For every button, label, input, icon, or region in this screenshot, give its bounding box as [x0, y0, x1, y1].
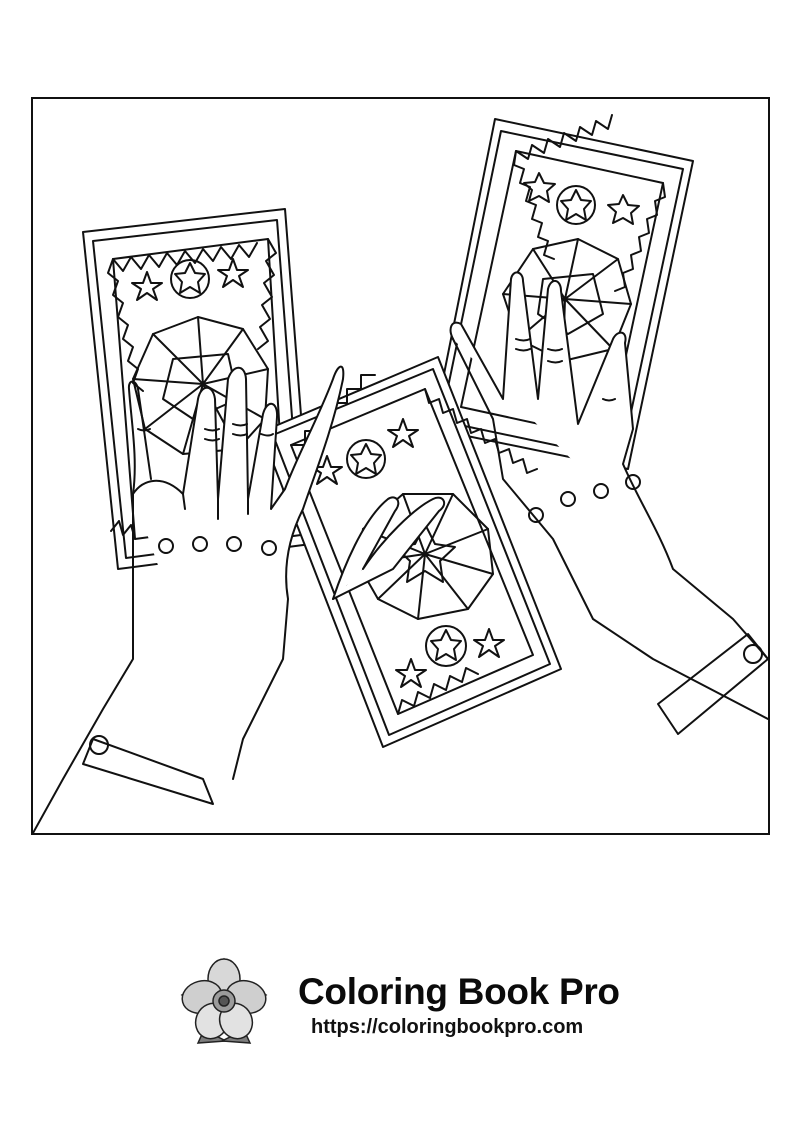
star-icon: [523, 172, 556, 203]
left-hand: [33, 365, 345, 833]
star-icon: [387, 418, 419, 448]
tarot-hands-illustration: [33, 114, 768, 833]
star-icon: [131, 271, 163, 301]
flower-icon: [180, 957, 268, 1044]
center-fingers: [332, 496, 446, 600]
brand-url[interactable]: https://coloringbookpro.com: [311, 1016, 584, 1038]
star-icon: [607, 194, 640, 225]
brand-footer: Coloring Book Pro https://coloringbookpr…: [168, 945, 638, 1060]
artwork-frame: [31, 97, 770, 835]
star-icon: [395, 658, 427, 688]
star-icon: [473, 628, 505, 658]
right-hand: [449, 271, 768, 735]
star-icon: [217, 258, 249, 288]
bracelet-left: [82, 738, 214, 805]
brand-title: Coloring Book Pro: [298, 971, 620, 1012]
bracelet-right: [657, 633, 768, 735]
